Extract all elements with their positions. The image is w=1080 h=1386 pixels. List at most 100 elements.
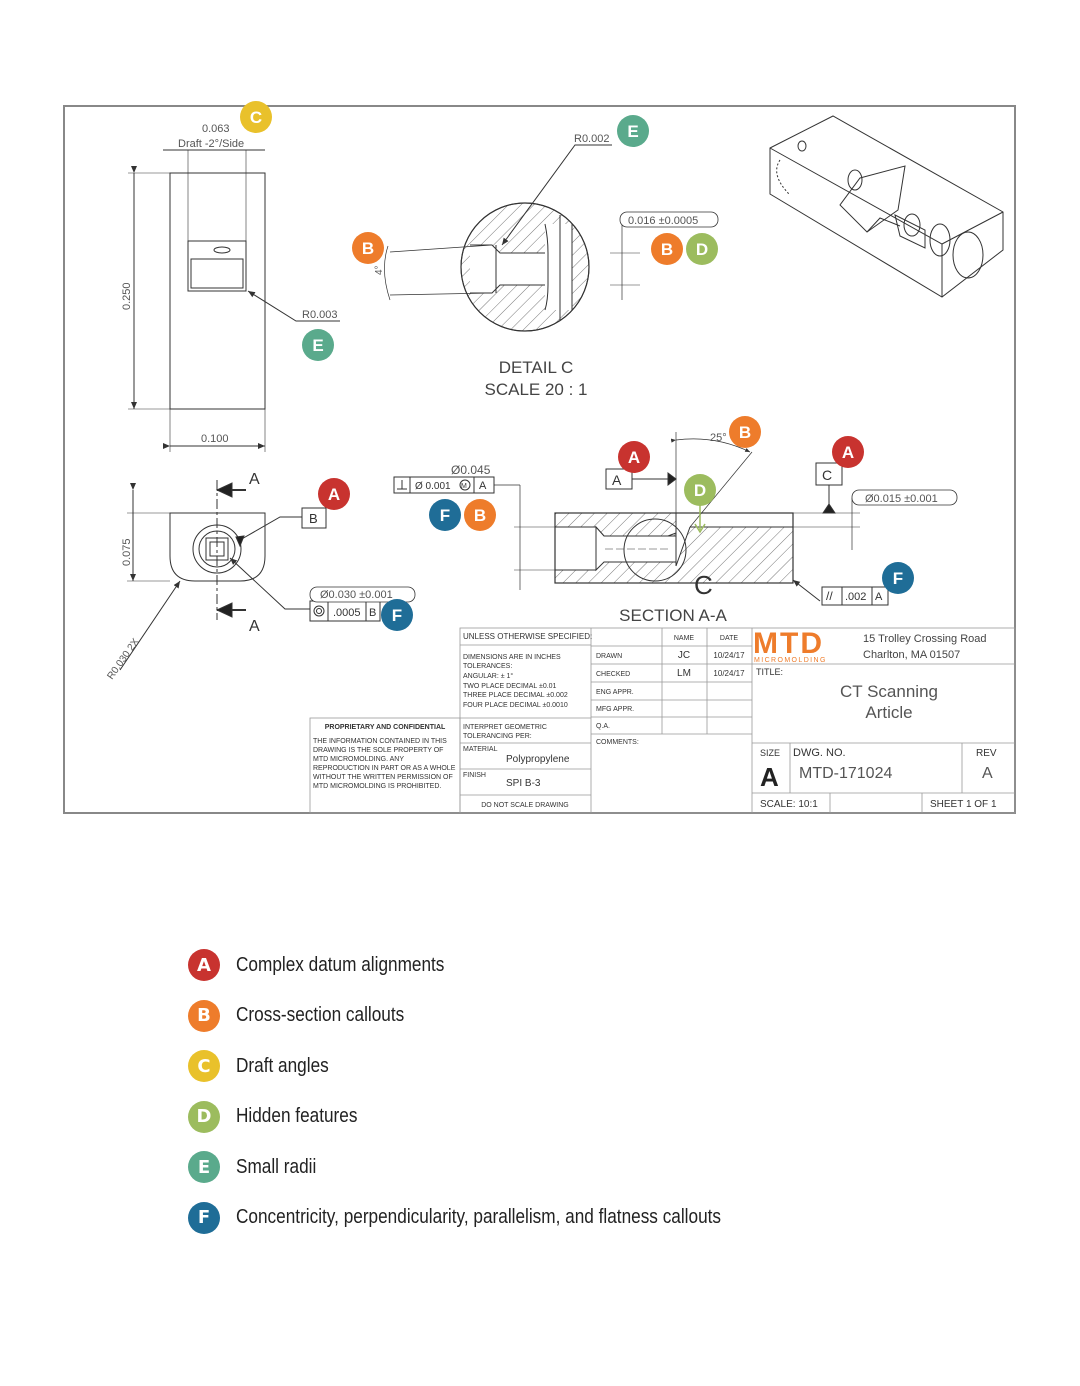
section-angle-label: 25° — [710, 432, 727, 444]
legend: A Complex datum alignments B Cross-secti… — [188, 948, 888, 1251]
legend-label: Draft angles — [236, 1054, 329, 1077]
top-view — [128, 149, 340, 452]
tb-material: Polypropylene — [506, 754, 570, 765]
callout-badge-d: D — [686, 233, 718, 265]
callout-badge-c: C — [240, 101, 272, 133]
height-dim-label: 0.250 — [121, 282, 133, 310]
tb-tolerancing: TOLERANCING PER: — [463, 733, 532, 740]
detail-title: DETAIL C — [499, 358, 574, 377]
tb-prop-line: WITHOUT THE WRITTEN PERMISSION OF — [313, 774, 453, 781]
svg-text:F: F — [440, 506, 450, 525]
tb-size: A — [760, 762, 779, 792]
legend-item: C Draft angles — [188, 1049, 888, 1083]
legend-label: Hidden features — [236, 1105, 358, 1127]
svg-text:B: B — [362, 239, 374, 258]
tb-title-label: TITLE: — [756, 667, 783, 677]
svg-text:A: A — [628, 448, 640, 467]
tb-checked-date: 10/24/17 — [713, 669, 745, 678]
svg-text:B: B — [739, 423, 751, 442]
par-tol-label: .002 — [845, 591, 866, 603]
callout-badge-d: D — [684, 474, 716, 506]
detail-marker-label: C — [694, 570, 713, 600]
tb-size-label: SIZE — [760, 748, 780, 758]
legend-label: Cross-section callouts — [236, 1004, 405, 1026]
detail-angle-label: 4° — [374, 265, 385, 275]
legend-label: Concentricity, perpendicularity, paralle… — [236, 1206, 722, 1228]
callout-badge-b: B — [729, 416, 761, 448]
legend-badge: D — [188, 1100, 220, 1133]
par-datum-label: A — [875, 591, 883, 603]
tb-rev-label: REV — [976, 748, 997, 759]
callout-badge-f: F — [882, 562, 914, 594]
par-sym-label: // — [826, 589, 833, 603]
svg-text:E: E — [627, 122, 638, 141]
tb-address2: Charlton, MA 01507 — [863, 649, 960, 661]
tb-dims-in: DIMENSIONS ARE IN INCHES — [463, 654, 561, 661]
tb-mfg-appr: MFG APPR. — [596, 706, 634, 713]
conc-dim-label: Ø0.030 ±0.001 — [320, 589, 393, 601]
legend-item: B Cross-section callouts — [188, 999, 888, 1033]
legend-badge: E — [188, 1151, 220, 1183]
title-block-lines — [309, 627, 1016, 814]
tb-drawn-name: JC — [678, 650, 690, 661]
tb-proprietary-title: PROPRIETARY AND CONFIDENTIAL — [325, 724, 446, 731]
tb-qa: Q.A. — [596, 723, 610, 730]
tb-angular: ANGULAR: ± 1° — [463, 672, 513, 680]
radius-label: R0.003 — [302, 309, 337, 321]
svg-text:B: B — [474, 506, 486, 525]
tb-unless: UNLESS OTHERWISE SPECIFIED: — [463, 632, 592, 641]
callout-badge-a: A — [618, 441, 650, 473]
callout-badge-e: E — [302, 329, 334, 361]
drawing-svg: 0.063 Draft -2°/Side 0.250 0.100 R0.003 … — [63, 101, 1016, 814]
legend-badge: A — [188, 949, 220, 981]
tb-comments: COMMENTS: — [596, 739, 639, 746]
section-view — [393, 432, 958, 606]
tb-prop-line: MTD MICROMOLDING. ANY — [313, 756, 404, 763]
callout-badge-a: A — [832, 436, 864, 468]
legend-badge: B — [188, 999, 220, 1032]
width-dim-label: 0.100 — [201, 433, 229, 445]
tb-tolerances: TOLERANCES: — [463, 663, 512, 670]
tb-prop-line: THE INFORMATION CONTAINED IN THIS — [313, 738, 447, 745]
callout-badge-f: F — [429, 499, 461, 531]
svg-text:A: A — [842, 443, 854, 462]
conc-tol-label: .0005 — [333, 607, 361, 619]
tb-rev: A — [982, 765, 993, 782]
svg-text:A: A — [328, 485, 340, 504]
tb-finish-label: FINISH — [463, 772, 486, 779]
tb-title2: Article — [865, 703, 912, 722]
tb-prop-line: DRAWING IS THE SOLE PROPERTY OF — [313, 747, 443, 754]
conc-datum-label: B — [369, 607, 376, 619]
legend-item: A Complex datum alignments — [188, 948, 888, 982]
callout-badge-b: B — [464, 499, 496, 531]
tb-checked-label: CHECKED — [596, 671, 630, 678]
section-dia2-label: Ø0.015 ±0.001 — [865, 493, 938, 505]
svg-text:C: C — [250, 108, 262, 127]
tb-two-place: TWO PLACE DECIMAL ±0.01 — [463, 683, 557, 690]
tb-name-header: NAME — [674, 635, 695, 642]
perp-datum-label: A — [479, 480, 487, 492]
legend-label: Small radii — [236, 1155, 317, 1178]
tb-finish: SPI B-3 — [506, 778, 541, 789]
end-radius-label: R0.030 2X — [105, 636, 141, 681]
tb-scale: SCALE: 10:1 — [760, 799, 818, 810]
tb-dwg-label: DWG. NO. — [793, 747, 846, 759]
perp-tol-label: Ø 0.001 — [415, 481, 451, 492]
legend-badge: C — [188, 1050, 220, 1082]
datum-a-label: A — [612, 472, 622, 488]
top-view-pocket — [187, 240, 247, 292]
callout-badge-e: E — [617, 115, 649, 147]
detail-dim-box: 0.016 ±0.0005 — [628, 215, 698, 227]
tb-no-scale: DO NOT SCALE DRAWING — [481, 802, 569, 809]
svg-text:F: F — [893, 569, 903, 588]
datum-b-label: B — [309, 511, 318, 526]
tb-sheet: SHEET 1 OF 1 — [930, 799, 997, 810]
end-height-label: 0.075 — [121, 538, 133, 566]
detail-radius-label: R0.002 — [574, 133, 609, 145]
tb-prop-line: MTD MICROMOLDING IS PROHIBITED. — [313, 783, 441, 790]
legend-badge: F — [188, 1201, 220, 1234]
section-title: SECTION A-A — [619, 606, 727, 625]
draft-note: Draft -2°/Side — [178, 138, 244, 150]
mtd-logo-sub: MICROMOLDING — [754, 657, 827, 664]
callout-badge-f: F — [381, 599, 413, 631]
